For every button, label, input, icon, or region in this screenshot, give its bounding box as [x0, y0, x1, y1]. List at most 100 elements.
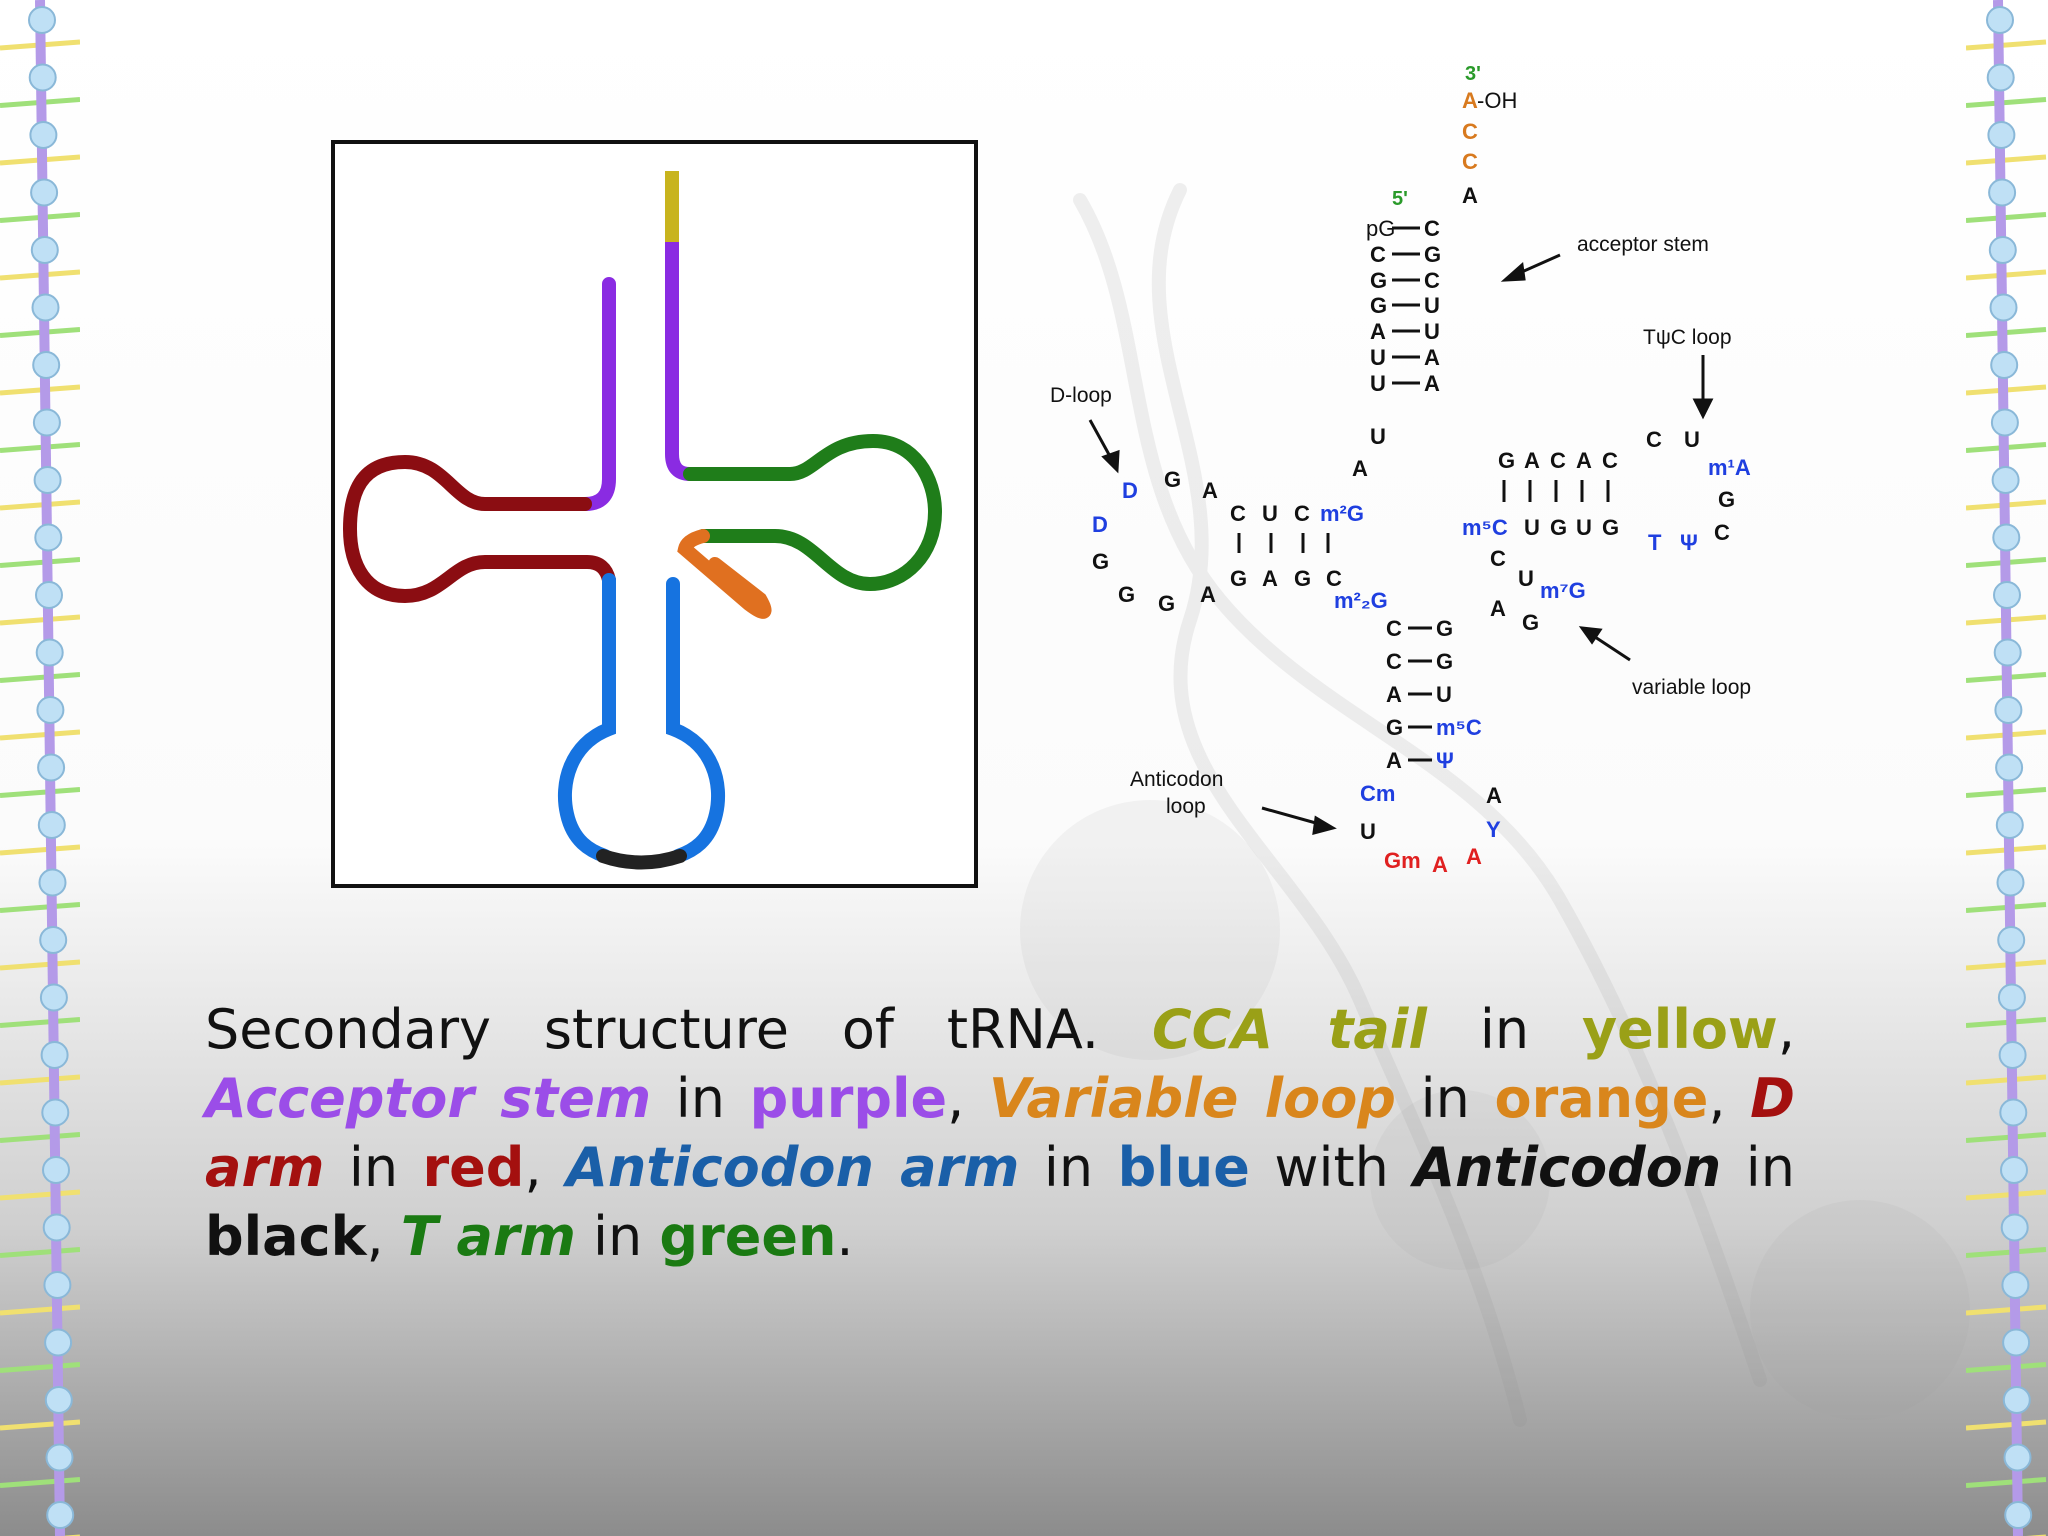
anticodon-stem-base: m⁵C	[1436, 715, 1482, 740]
rail-rung	[1966, 1477, 2047, 1488]
rail-rung	[0, 499, 80, 511]
rail-node	[29, 121, 58, 149]
anticodon-loop-base: Cm	[1360, 781, 1395, 806]
anticodon-loop-label-2: loop	[1166, 795, 1206, 818]
rail-node	[41, 1098, 70, 1127]
rail-rung	[1966, 1189, 2047, 1201]
five-prime-label: 5'	[1392, 188, 1408, 210]
acceptor-stem-base: G	[1370, 268, 1387, 293]
variable-loop-segment	[677, 529, 772, 619]
anticodon-loop-base: Y	[1486, 817, 1501, 842]
d-loop-arrow	[1088, 419, 1114, 461]
acceptor-stem-base: U	[1424, 319, 1440, 344]
discriminator-base: A	[1462, 183, 1478, 208]
caption-text-7: ,	[1708, 1067, 1751, 1130]
rail-rung	[0, 1017, 80, 1028]
t-loop-base: Ψ	[1680, 530, 1698, 555]
d-loop-base: G	[1164, 467, 1181, 492]
rail-node	[1990, 351, 2019, 379]
caption-text-9: ,	[524, 1136, 567, 1199]
anticodon-stem-base: U	[1436, 682, 1452, 707]
caption-text-4: in	[651, 1067, 750, 1130]
rail-rung	[0, 672, 80, 683]
rail-node	[2001, 1271, 2030, 1299]
t-loop-base: m¹A	[1708, 455, 1751, 480]
variable-loop-arrow	[1591, 633, 1631, 662]
rail-rung	[0, 1477, 80, 1488]
trna-cloverleaf-schematic	[342, 171, 943, 870]
rail-node	[36, 696, 65, 724]
rail-rung	[0, 902, 80, 913]
caption-text-11: with	[1249, 1136, 1414, 1199]
caption-text-5: ,	[947, 1067, 989, 1130]
anticodon-stem-base: G	[1436, 649, 1453, 674]
pg-base: pG	[1366, 216, 1395, 241]
rail-node	[31, 293, 60, 322]
rail-node	[44, 1386, 73, 1414]
acceptor-stem-base: A	[1370, 319, 1386, 344]
rail-node	[32, 351, 61, 379]
u8-base: U	[1370, 424, 1386, 449]
caption-cca-tail: CCA tail	[1152, 998, 1427, 1061]
t-stem-base: G	[1498, 448, 1515, 473]
right-border-rail	[1966, 0, 2047, 1536]
caption-text-13: ,	[366, 1205, 401, 1268]
caption-d-arm: D arm	[205, 1067, 1795, 1199]
cca-c2-base: C	[1462, 149, 1478, 174]
anticodon-loop-arrow	[1261, 806, 1324, 827]
variable-loop-base: G	[1522, 610, 1539, 635]
anticodon-loop-base: A	[1486, 783, 1502, 808]
caption-text-1: Secondary structure of tRNA.	[205, 998, 1153, 1061]
d-loop-base: G	[1158, 591, 1175, 616]
acceptor-stem-base: G	[1370, 293, 1387, 318]
tpsic-loop-arrowhead	[1692, 398, 1714, 420]
rail-node	[1998, 1041, 2027, 1069]
anticodon-base: Gm	[1384, 848, 1421, 873]
caption-text-14: in	[575, 1205, 660, 1268]
d-loop-label: D-loop	[1050, 384, 1112, 407]
t-stem-base: U	[1524, 515, 1540, 540]
d-loop-arrowhead	[1101, 449, 1120, 474]
anticodon-stem-base: Ψ	[1436, 748, 1454, 773]
trna-schematic-box	[331, 140, 978, 888]
acceptor-stem-base: C	[1424, 268, 1440, 293]
rail-node	[42, 1156, 70, 1184]
d-loop-base: A	[1202, 478, 1218, 503]
rail-node	[28, 63, 57, 92]
variable-loop-base: C	[1490, 546, 1506, 571]
rail-node	[32, 408, 61, 437]
rail-rung	[0, 729, 80, 741]
d-loop-base: A	[1200, 582, 1216, 607]
acceptor-stem-label: acceptor stem	[1577, 233, 1709, 256]
caption-text-3: ,	[1777, 998, 1795, 1061]
caption-text-10: in	[1019, 1136, 1118, 1199]
caption-text-6: in	[1395, 1067, 1495, 1130]
t-stem-base: C	[1602, 448, 1618, 473]
t-stem-base: G	[1602, 515, 1619, 540]
tpsic-loop-label: TψC loop	[1643, 326, 1732, 349]
rail-rung	[0, 1362, 80, 1373]
rail-node	[1991, 466, 2020, 494]
t-stem-base: A	[1524, 448, 1540, 473]
rail-node	[42, 1213, 71, 1242]
anticodon-arm-segment-3p	[666, 577, 726, 863]
rail-rung	[1966, 212, 2047, 223]
rail-rung	[1966, 39, 2047, 51]
rail-node	[1992, 523, 2021, 552]
anticodon-stem-base: G	[1386, 715, 1403, 740]
d-stem-base: C	[1326, 566, 1342, 591]
anticodon-stem-base: C	[1386, 649, 1402, 674]
anticodon-stem-base: C	[1386, 616, 1402, 641]
variable-loop-label: variable loop	[1632, 676, 1751, 699]
rail-rung	[0, 1074, 80, 1086]
rail-rung	[0, 442, 80, 453]
anticodon-base: A	[1432, 852, 1448, 877]
rail-node	[1993, 581, 2021, 609]
caption-acceptor-stem: Acceptor stem	[205, 1067, 652, 1130]
cca-a-base: A	[1462, 88, 1478, 113]
acceptor-stem-base: U	[1370, 345, 1386, 370]
rail-rung	[0, 787, 80, 798]
anticodon-arm-segment	[557, 573, 616, 863]
